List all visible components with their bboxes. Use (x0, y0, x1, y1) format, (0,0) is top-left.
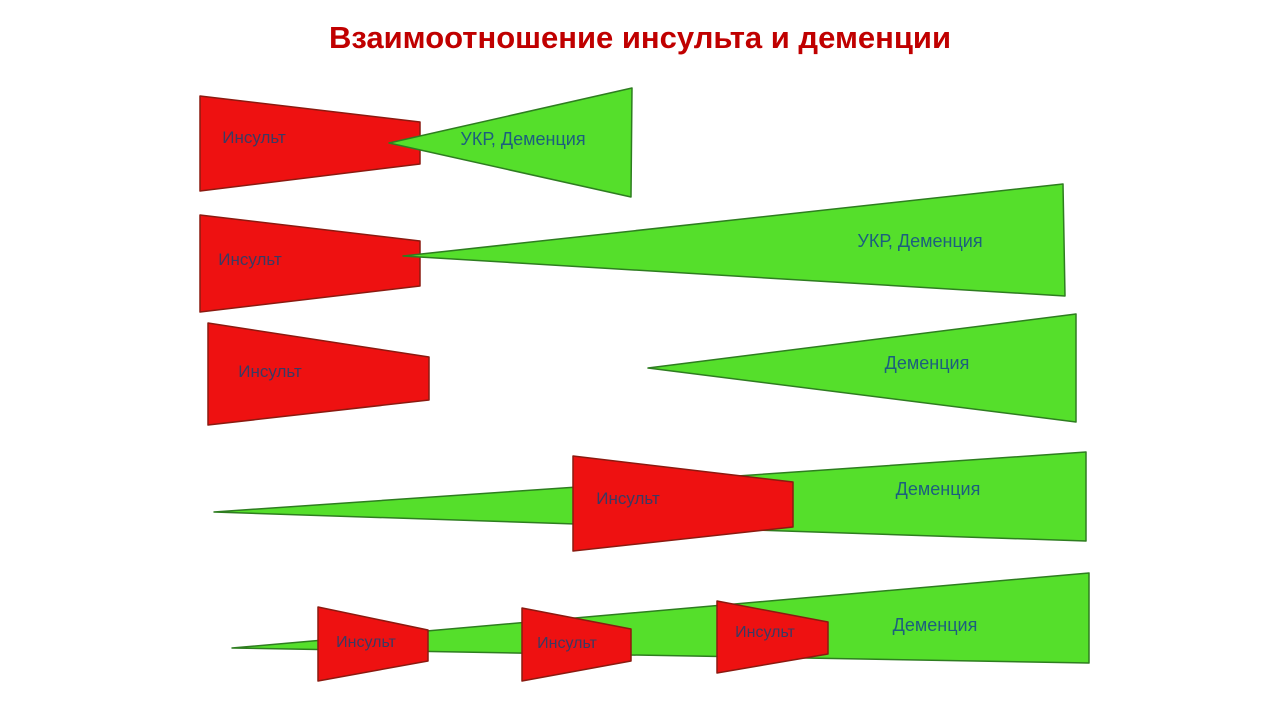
row-5-stroke-wedge-1-label: Инсульт (336, 634, 396, 651)
row-2-stroke-wedge (199, 214, 421, 313)
row-1-stroke-wedge-label: Инсульт (222, 128, 286, 147)
row-2-stroke-wedge-label: Инсульт (218, 250, 282, 269)
row-3-stroke-wedge (207, 322, 430, 426)
row-2-dementia-wedge-label: УКР, Деменция (857, 231, 982, 251)
row-3-dementia-wedge-label: Деменция (885, 353, 970, 373)
row-5-dementia-wedge (231, 572, 1090, 664)
row-5-stroke-wedge-2-label: Инсульт (537, 635, 597, 652)
slide-title: Взаимоотношение инсульта и деменции (328, 20, 952, 55)
row-1-stroke-wedge (199, 95, 421, 192)
row-4-stroke-wedge-label: Инсульт (596, 489, 660, 508)
row-5-stroke-wedge-3-label: Инсульт (735, 624, 795, 641)
row-5-dementia-wedge-label: Деменция (893, 615, 978, 635)
row-4-dementia-wedge-label: Деменция (896, 479, 981, 499)
row-5-stroke-wedge-3 (716, 600, 829, 674)
row-1-dementia-wedge-label: УКР, Деменция (460, 129, 585, 149)
row-1-dementia-wedge (388, 87, 633, 198)
row-5-stroke-wedge-2 (521, 607, 632, 682)
row-2-dementia-wedge (402, 183, 1066, 297)
row-4-stroke-wedge (572, 455, 794, 552)
row-3-dementia-wedge (647, 313, 1077, 423)
row-3-stroke-wedge-label: Инсульт (238, 362, 302, 381)
row-5-stroke-wedge-1 (317, 606, 429, 682)
